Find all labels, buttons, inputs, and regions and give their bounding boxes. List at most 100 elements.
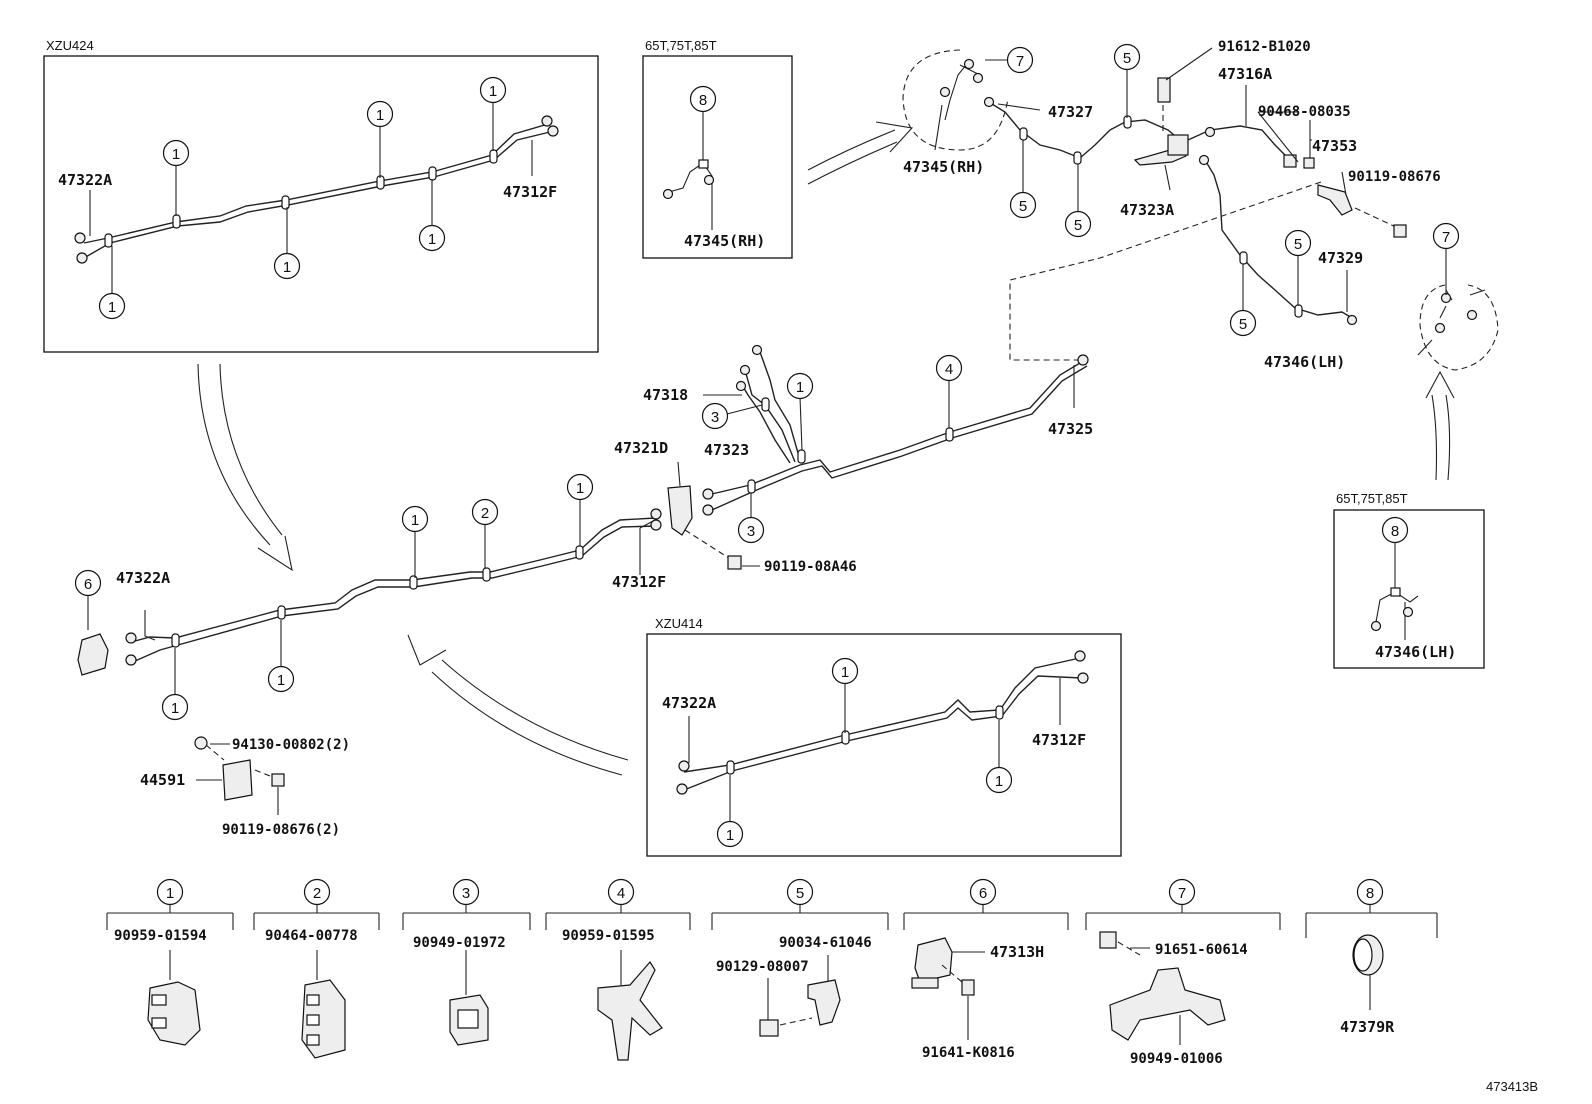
legend-item-6: 6 47313H 91641-K0816 bbox=[903, 878, 1069, 1061]
label-47346LH: 47346(LH) bbox=[1264, 353, 1345, 371]
callout-1: 1 bbox=[576, 480, 584, 497]
legend-part-1: 90959-01594 bbox=[114, 928, 207, 944]
legend-item-3: 3 90949-01972 bbox=[402, 878, 531, 1046]
callout-5: 5 bbox=[1294, 236, 1302, 253]
legend-item-7: 7 91651-60614 90949-01006 bbox=[1085, 878, 1281, 1067]
rh-wheel-assembly: 7 47345(RH) 47327 5 5 5 91612-B1020 4732… bbox=[902, 39, 1499, 481]
svg-text:5: 5 bbox=[796, 885, 804, 902]
xzu414-inset: XZU414 1 1 1 47322A 47312F bbox=[646, 616, 1122, 857]
callout-8: 8 bbox=[699, 92, 707, 109]
label-91612: 91612-B1020 bbox=[1218, 39, 1311, 55]
callout-1: 1 bbox=[428, 231, 436, 248]
legend-part-6a: 47313H bbox=[990, 943, 1044, 961]
label-90468: 90468-08035 bbox=[1258, 104, 1351, 120]
legend-part-5b: 90129-08007 bbox=[716, 959, 809, 975]
label-90119-08676-2: 90119-08676(2) bbox=[222, 822, 340, 838]
svg-text:4: 4 bbox=[617, 885, 625, 902]
xzu424-inset: XZU424 1 1 1 1 1 1 47322A 4731 bbox=[43, 38, 599, 353]
callout-3: 3 bbox=[747, 523, 755, 540]
label-47322A-c: 47322A bbox=[662, 694, 716, 712]
label-47322A-a: 47322A bbox=[58, 171, 112, 189]
label-47312F-a: 47312F bbox=[503, 183, 557, 201]
legend-item-8: 8 47379R bbox=[1305, 878, 1438, 1036]
label-44591: 44591 bbox=[140, 771, 185, 789]
legend-part-3: 90949-01972 bbox=[413, 935, 506, 951]
callout-5: 5 bbox=[1074, 217, 1082, 234]
callout-1: 1 bbox=[108, 299, 116, 316]
xzu424-callouts: 1 1 1 1 1 1 bbox=[98, 76, 507, 320]
xzu424-tube-upper bbox=[83, 123, 549, 244]
legend-item-5: 5 90034-61046 90129-08007 bbox=[711, 878, 889, 1037]
xzu424-fitting-left bbox=[74, 115, 559, 264]
main-brake-tube: 1 1 1 2 1 6 47322A 94130-00802(2) 44591 … bbox=[74, 344, 1093, 838]
label-47345RH: 47345(RH) bbox=[903, 158, 984, 176]
arrow-to-rh bbox=[807, 129, 898, 185]
callout-1: 1 bbox=[796, 379, 804, 396]
label-47353: 47353 bbox=[1312, 137, 1357, 155]
callout-1: 1 bbox=[489, 83, 497, 100]
legend-part-8: 47379R bbox=[1340, 1018, 1395, 1036]
legend-part-5a: 90034-61046 bbox=[779, 935, 872, 951]
callout-7: 7 bbox=[1016, 53, 1024, 70]
legend-part-6b: 91641-K0816 bbox=[922, 1045, 1015, 1061]
callout-6: 6 bbox=[84, 576, 92, 593]
legend-part-4: 90959-01595 bbox=[562, 928, 655, 944]
callout-1: 1 bbox=[171, 700, 179, 717]
callout-1: 1 bbox=[995, 773, 1003, 790]
xzu424-frame bbox=[43, 55, 599, 353]
callout-5: 5 bbox=[1239, 316, 1247, 333]
t65-top-label: 65T,75T,85T bbox=[645, 38, 717, 53]
xzu424-tube-lower bbox=[83, 131, 551, 259]
t65-right-label: 65T,75T,85T bbox=[1336, 491, 1408, 506]
legend-part-7a: 91651-60614 bbox=[1155, 942, 1248, 958]
callout-1: 1 bbox=[411, 512, 419, 529]
label-47321D: 47321D bbox=[614, 439, 668, 457]
t65-right-inset: 65T,75T,85T 8 47346(LH) bbox=[1333, 491, 1485, 669]
xzu414-label: XZU414 bbox=[655, 616, 703, 631]
label-47323: 47323 bbox=[704, 441, 749, 459]
callout-1: 1 bbox=[376, 107, 384, 124]
t65-right-frame bbox=[1333, 509, 1485, 669]
legend-part-2: 90464-00778 bbox=[265, 928, 358, 944]
label-90119-08676: 90119-08676 bbox=[1348, 169, 1441, 185]
label-90119-08A46: 90119-08A46 bbox=[764, 559, 857, 575]
label-47322A-b: 47322A bbox=[116, 569, 170, 587]
callout-1: 1 bbox=[283, 259, 291, 276]
t65-top-frame bbox=[642, 55, 793, 259]
label-47316A: 47316A bbox=[1218, 65, 1272, 83]
callout-4: 4 bbox=[945, 361, 953, 378]
label-47318: 47318 bbox=[643, 386, 688, 404]
callout-5: 5 bbox=[1123, 50, 1131, 67]
svg-text:7: 7 bbox=[1178, 885, 1186, 902]
legend-item-1: 1 90959-01594 bbox=[106, 878, 234, 1046]
label-47327: 47327 bbox=[1048, 103, 1093, 121]
label-94130: 94130-00802(2) bbox=[232, 737, 350, 753]
callout-8: 8 bbox=[1391, 523, 1399, 540]
callout-1: 1 bbox=[841, 664, 849, 681]
diagram-id: 473413B bbox=[1486, 1079, 1538, 1094]
svg-text:6: 6 bbox=[979, 885, 987, 902]
label-47325: 47325 bbox=[1048, 420, 1093, 438]
callout-1: 1 bbox=[277, 672, 285, 689]
arrow-from-xzu414 bbox=[431, 659, 629, 776]
label-47312F-c: 47312F bbox=[1032, 731, 1086, 749]
callout-2: 2 bbox=[481, 505, 489, 522]
callout-5: 5 bbox=[1019, 198, 1027, 215]
callout-1: 1 bbox=[172, 146, 180, 163]
callout-3: 3 bbox=[711, 409, 719, 426]
legend-item-2: 2 90464-00778 bbox=[253, 878, 380, 1059]
xzu424-label: XZU424 bbox=[46, 38, 94, 53]
callout-7: 7 bbox=[1442, 229, 1450, 246]
xzu414-frame bbox=[646, 633, 1122, 857]
label-47312F-b: 47312F bbox=[612, 573, 666, 591]
arrow-from-xzu424 bbox=[197, 363, 283, 546]
callout-1: 1 bbox=[726, 827, 734, 844]
label-47346LH-box: 47346(LH) bbox=[1375, 643, 1456, 661]
legend-part-7b: 90949-01006 bbox=[1130, 1051, 1223, 1067]
svg-text:3: 3 bbox=[462, 885, 470, 902]
svg-text:1: 1 bbox=[166, 885, 174, 902]
label-47345RH-box: 47345(RH) bbox=[684, 232, 765, 250]
legend-row: 1 90959-01594 2 90464-00778 3 90949-0197… bbox=[106, 878, 1438, 1067]
